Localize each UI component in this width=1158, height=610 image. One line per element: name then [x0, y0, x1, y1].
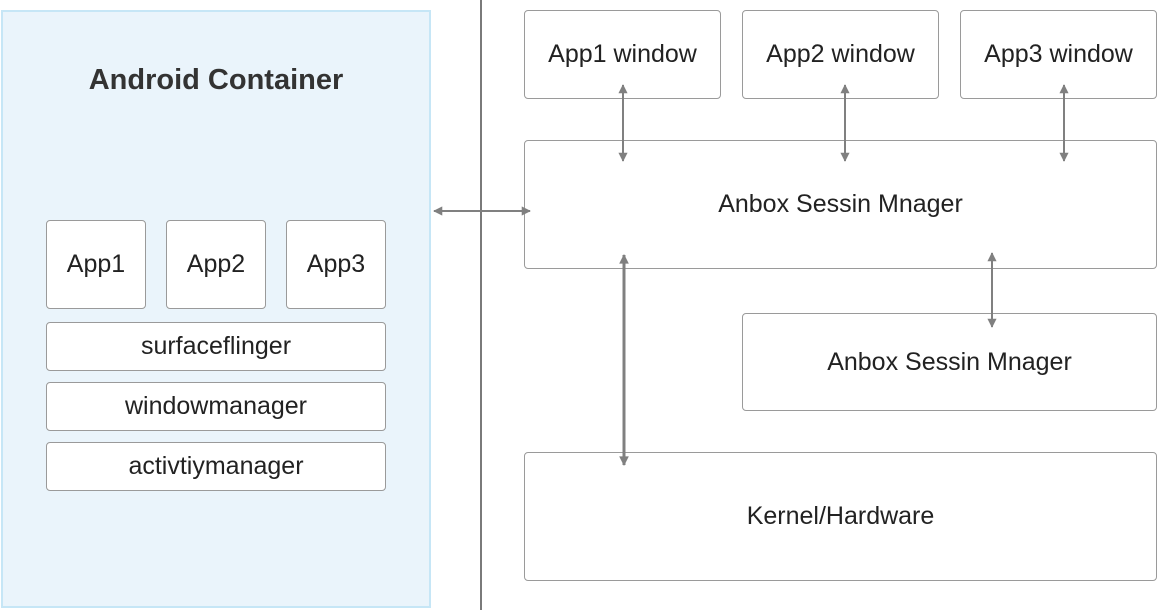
app2-window-box: App2 window	[742, 10, 939, 99]
windowmanager-box: windowmanager	[46, 382, 386, 431]
surfaceflinger-box: surfaceflinger	[46, 322, 386, 371]
app2-box: App2	[166, 220, 266, 309]
kernel-hardware-box: Kernel/Hardware	[524, 452, 1157, 581]
activitymanager-box: activtiymanager	[46, 442, 386, 491]
divider-line	[480, 0, 482, 610]
app3-window-box: App3 window	[960, 10, 1157, 99]
session-manager-lower-box: Anbox Sessin Mnager	[742, 313, 1157, 411]
app1-box: App1	[46, 220, 146, 309]
container-title: Android Container	[88, 64, 344, 96]
app3-box: App3	[286, 220, 386, 309]
android-container: Android Container	[1, 10, 431, 608]
